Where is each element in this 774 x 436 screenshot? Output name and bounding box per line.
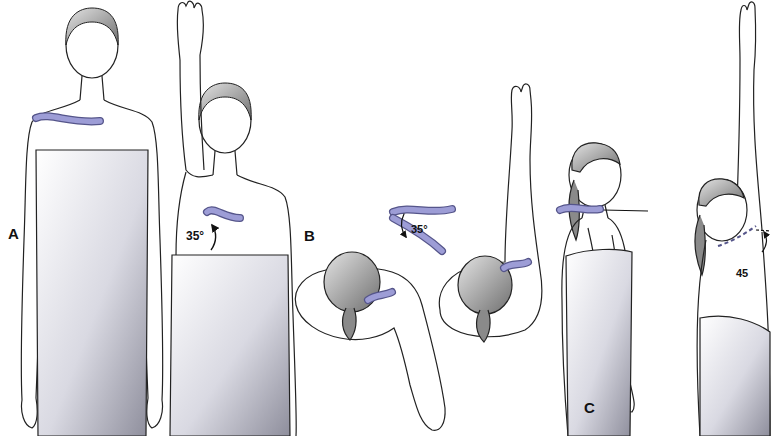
clavicle bbox=[36, 116, 100, 121]
figure-top-arm-down bbox=[295, 252, 445, 430]
clavicle-fill bbox=[560, 208, 600, 210]
reference-line bbox=[603, 210, 648, 211]
panel-letter: C bbox=[584, 400, 595, 415]
angle-label: 35° bbox=[186, 230, 204, 242]
raised-arm bbox=[177, 1, 213, 177]
clavicle-fill bbox=[36, 116, 100, 121]
clavicle bbox=[368, 292, 392, 300]
ponytail bbox=[695, 215, 705, 275]
angle-label: 35° bbox=[411, 224, 428, 235]
reference-line bbox=[756, 230, 770, 231]
towel bbox=[566, 249, 632, 436]
ponytail bbox=[343, 308, 357, 340]
towel bbox=[170, 255, 290, 436]
neck bbox=[213, 151, 237, 175]
body-and-arm bbox=[439, 84, 542, 337]
clavicle bbox=[560, 208, 600, 210]
ponytail bbox=[477, 310, 491, 342]
figure-top-arm-up bbox=[439, 84, 542, 342]
panel-letter: A bbox=[8, 226, 19, 241]
hair bbox=[572, 143, 620, 172]
head bbox=[324, 252, 380, 312]
torso-side bbox=[176, 172, 186, 256]
clavicle bbox=[207, 210, 240, 218]
clavicle bbox=[504, 262, 528, 268]
clavicle-fill bbox=[207, 210, 240, 218]
torso bbox=[697, 232, 770, 436]
figure-side-arm-up bbox=[695, 2, 770, 436]
figure-front-arm-up bbox=[170, 1, 296, 436]
head bbox=[199, 83, 251, 153]
clavicle-fill bbox=[504, 262, 528, 268]
figure-front-arm-down bbox=[21, 8, 163, 436]
angle-arrow bbox=[211, 225, 216, 250]
figure-side-arm-down bbox=[560, 143, 648, 436]
hair bbox=[699, 179, 744, 206]
angle-arrow bbox=[762, 232, 766, 252]
towel bbox=[700, 316, 770, 436]
neck bbox=[80, 76, 104, 100]
panel-letter: B bbox=[304, 228, 315, 243]
angle-label: 45 bbox=[736, 268, 748, 279]
clavicle-fill bbox=[368, 292, 392, 300]
towel bbox=[36, 150, 148, 436]
clavicle-dashed bbox=[718, 226, 756, 246]
clavicle-rotation-inset bbox=[393, 209, 452, 251]
head bbox=[66, 8, 118, 78]
